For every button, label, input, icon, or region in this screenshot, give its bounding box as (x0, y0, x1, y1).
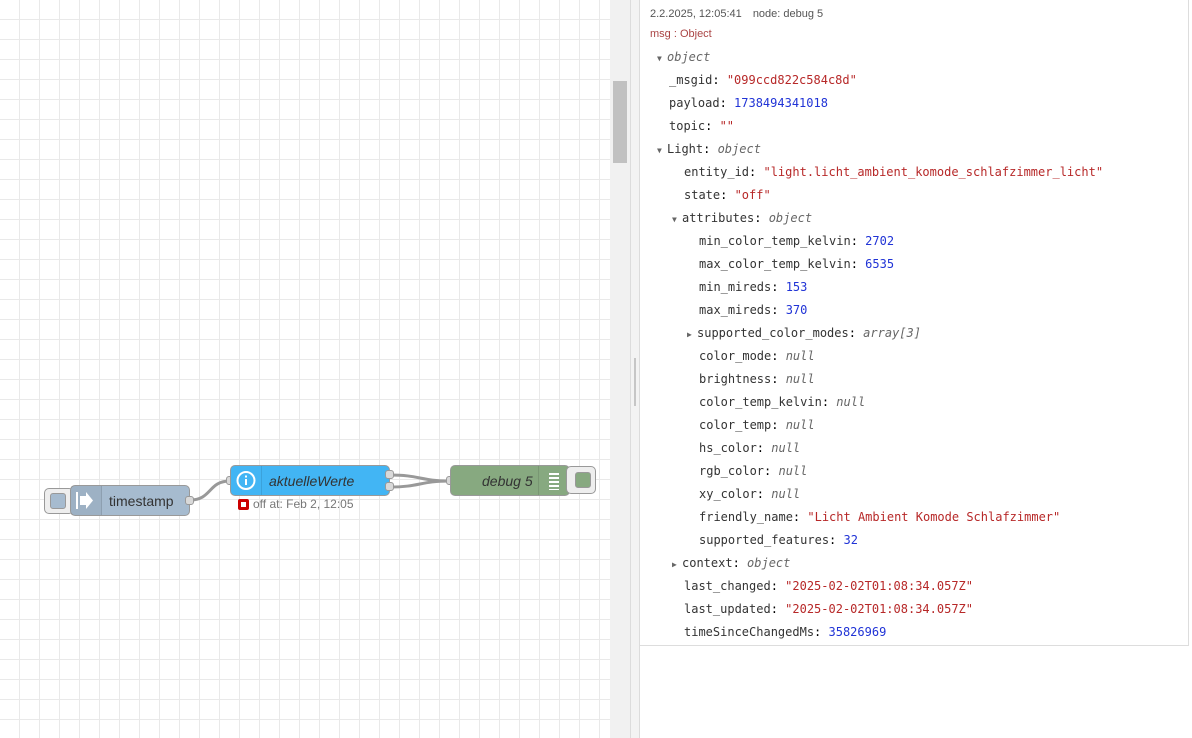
sidebar-resize-handle[interactable] (630, 0, 640, 738)
tree-row-entity-id: entity_id: "light.licht_ambient_komode_s… (684, 165, 1104, 179)
debug-toggle-button[interactable] (566, 466, 596, 494)
caret-right-icon: ▶ (687, 330, 692, 339)
tree-row-attr: min_color_temp_kelvin: 2702 (699, 234, 895, 248)
canvas-vertical-scrollbar[interactable] (610, 0, 630, 738)
caret-down-icon: ▼ (672, 215, 677, 224)
tree-row-last-updated: last_updated: "2025-02-02T01:08:34.057Z" (684, 602, 973, 616)
tree-row-msgid: _msgid: "099ccd822c584c8d" (669, 73, 857, 87)
inject-output-port[interactable] (185, 496, 194, 505)
debug-source-node[interactable]: node: debug 5 (752, 8, 824, 20)
debug-message: 2.2.2025, 12:05:41 node: debug 5 msg : O… (640, 0, 1189, 646)
inject-node-label: timestamp (109, 493, 174, 509)
tree-row-state: state: "off" (684, 188, 771, 202)
api-output-port-2[interactable] (385, 482, 394, 491)
tree-row-attr: max_color_temp_kelvin: 6535 (699, 257, 895, 271)
tree-row-attr: color_temp_kelvin: null (699, 395, 866, 409)
inject-node[interactable]: timestamp (70, 485, 190, 516)
tree-row-topic: topic: "" (669, 119, 735, 133)
tree-row-time-since-changed: timeSinceChangedMs: 35826969 (684, 625, 887, 639)
grip-icon (634, 358, 636, 406)
tree-row-attr: hs_color: null (699, 441, 801, 455)
inject-trigger-button[interactable] (44, 488, 74, 514)
info-icon (231, 466, 262, 495)
tree-row-attr: min_mireds: 153 (699, 280, 808, 294)
debug-node-label: debug 5 (482, 473, 533, 489)
debug-sidebar: 2.2.2025, 12:05:41 node: debug 5 msg : O… (640, 0, 1192, 738)
api-node-label: aktuelleWerte (269, 473, 355, 489)
caret-down-icon: ▼ (657, 146, 662, 155)
arrow-icon (71, 486, 102, 515)
tree-row-attr: color_temp: null (699, 418, 815, 432)
tree-row-last-changed: last_changed: "2025-02-02T01:08:34.057Z" (684, 579, 973, 593)
tree-row-context[interactable]: ▶context: object (672, 552, 790, 576)
status-indicator-icon (238, 499, 249, 510)
debug-node[interactable]: debug 5 (450, 465, 570, 496)
debug-message-meta: 2.2.2025, 12:05:41 node: debug 5 (650, 8, 831, 20)
api-current-state-node[interactable]: aktuelleWerte (230, 465, 390, 496)
debug-msg-type: msg : Object (650, 28, 712, 40)
tree-row-attr: max_mireds: 370 (699, 303, 808, 317)
flow-wires (189, 473, 451, 502)
list-icon (538, 466, 569, 495)
tree-row-attr: friendly_name: "Licht Ambient Komode Sch… (699, 510, 1061, 524)
tree-row-attr: xy_color: null (699, 487, 801, 501)
api-node-status: off at: Feb 2, 12:05 (253, 497, 354, 511)
caret-down-icon: ▼ (657, 54, 662, 63)
tree-row-attr: brightness: null (699, 372, 815, 386)
tree-root[interactable]: ▼object (657, 46, 710, 70)
tree-row-attr: rgb_color: null (699, 464, 808, 478)
tree-row-attr: supported_features: 32 (699, 533, 858, 547)
tree-row-attributes[interactable]: ▼attributes: object (672, 207, 812, 231)
tree-row-payload: payload: 1738494341018 (669, 96, 828, 110)
scrollbar-thumb[interactable] (613, 81, 627, 163)
tree-row-attr: color_mode: null (699, 349, 815, 363)
tree-row-light[interactable]: ▼Light: object (657, 138, 761, 162)
tree-row-attr[interactable]: ▶supported_color_modes: array[3] (687, 322, 921, 346)
flow-canvas[interactable]: timestamp aktuelleWerte off at: Feb 2, 1… (0, 0, 610, 738)
caret-right-icon: ▶ (672, 560, 677, 569)
debug-timestamp: 2.2.2025, 12:05:41 (650, 8, 742, 20)
api-output-port-1[interactable] (385, 470, 394, 479)
